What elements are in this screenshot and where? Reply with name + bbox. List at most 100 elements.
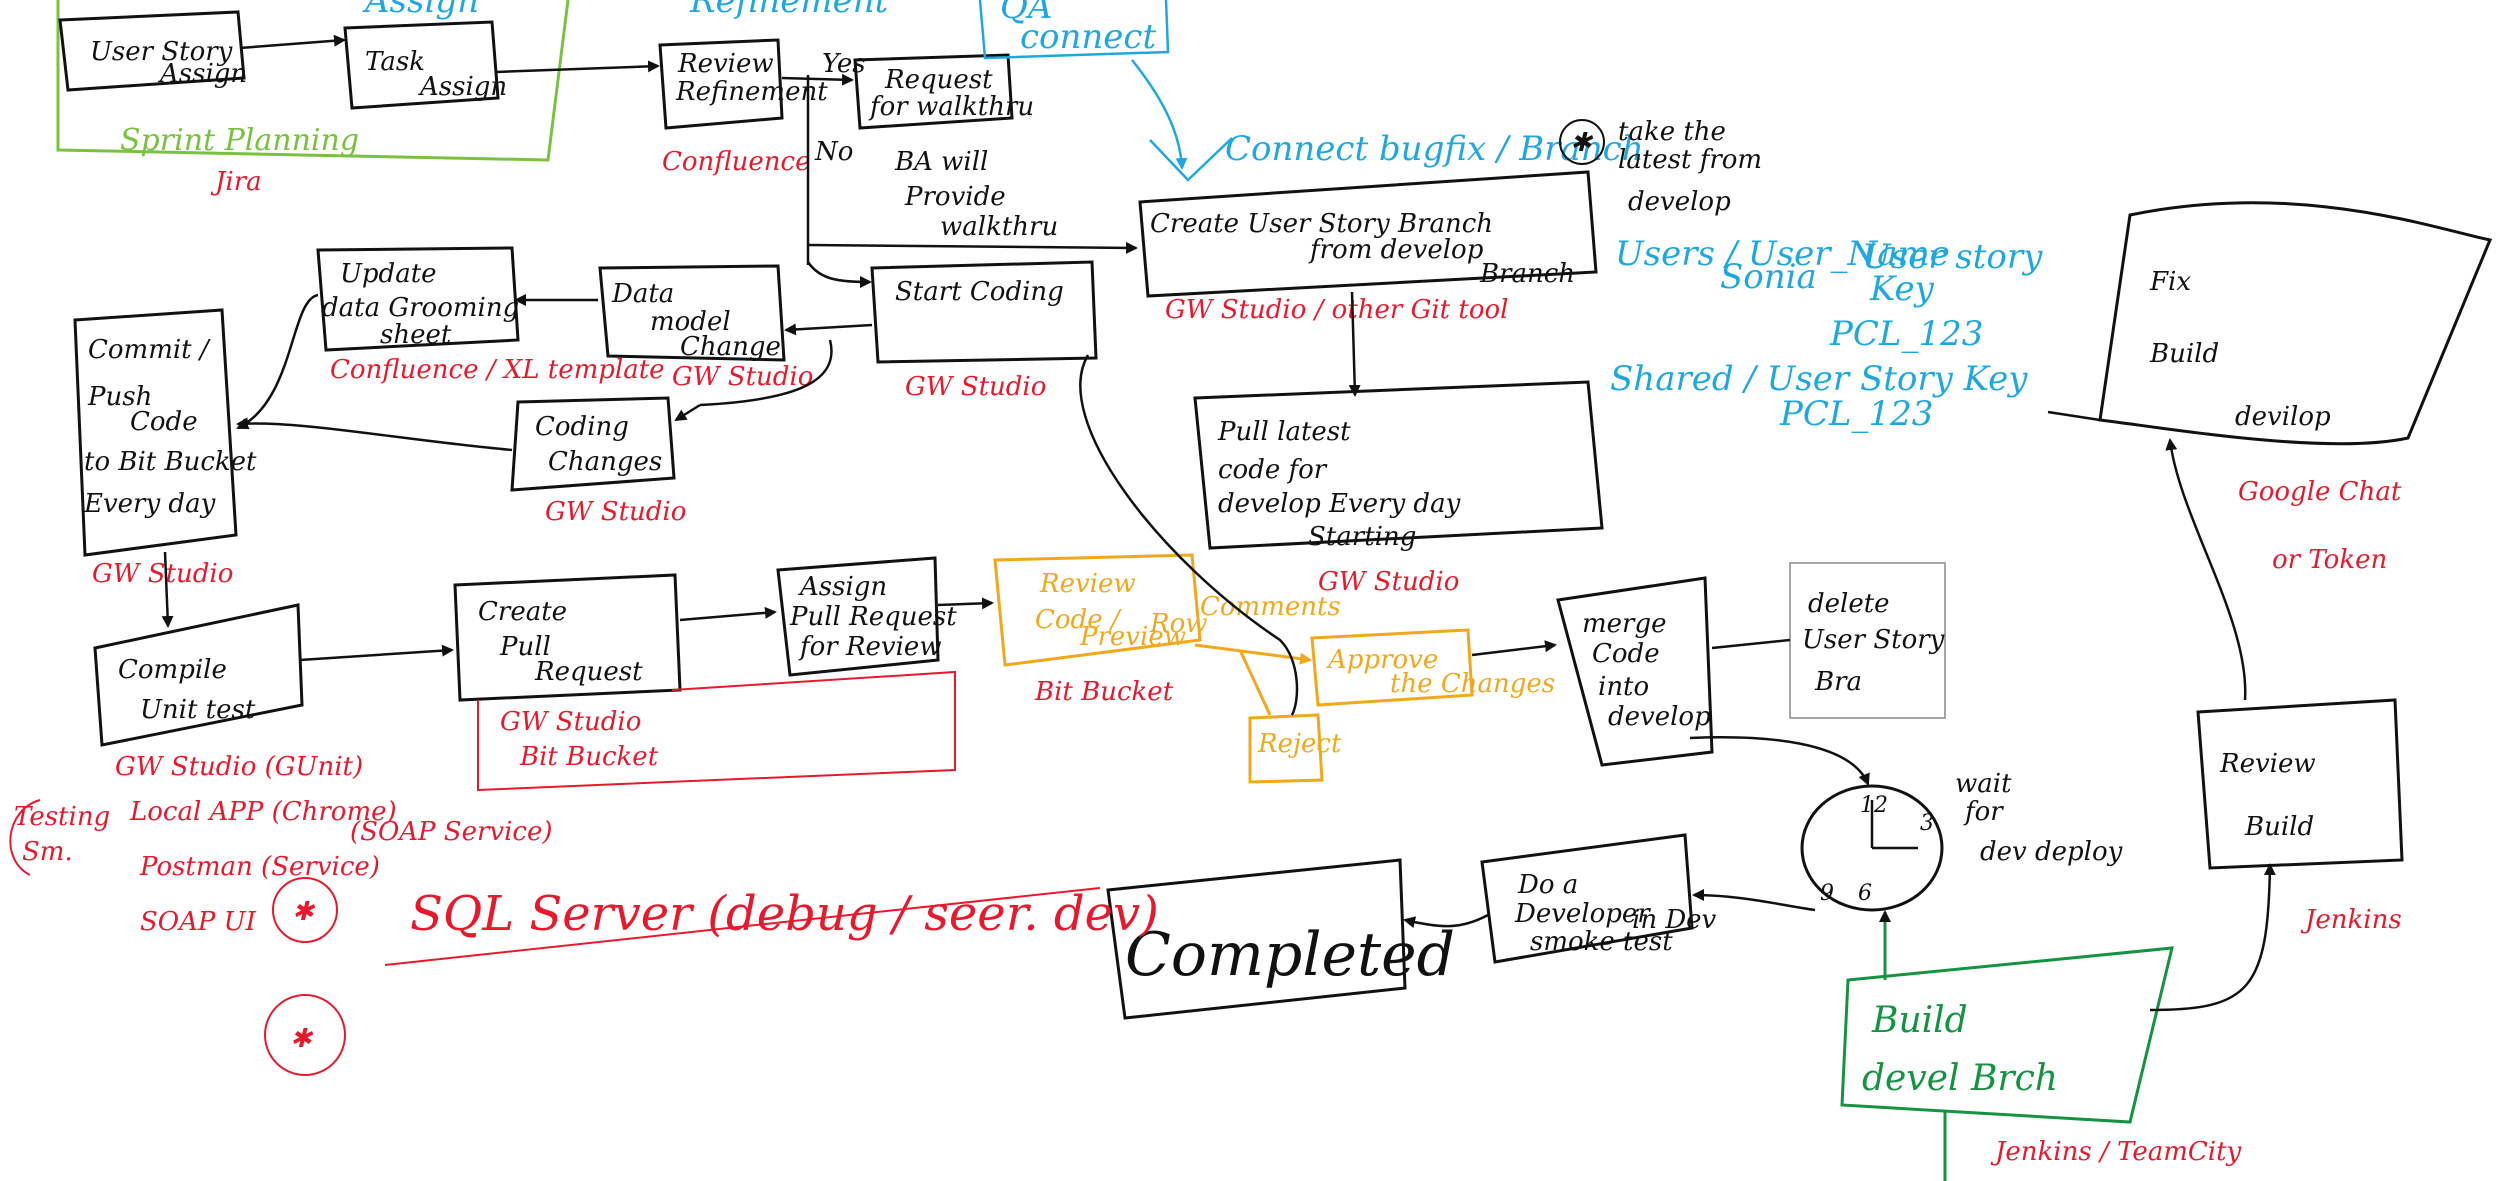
developer-smoke-test-node: Do a Developer smoke test in Dev — [1480, 833, 1717, 964]
fix-build-line-1: Fix — [2149, 267, 2191, 297]
create-pr-line-3: Request — [534, 657, 643, 687]
review-code-node: Review Code / Preview Row Comments — [993, 553, 1341, 667]
create-branch-line-2: from develop — [1308, 235, 1484, 265]
review-build-line-2: Build — [2244, 812, 2314, 842]
arrow-smoke-to-completed — [1403, 913, 1489, 929]
asterisk-glyph-top: ✱ — [1570, 128, 1594, 158]
data-model-line-3: Change — [680, 332, 781, 362]
merge-line-2: Code — [1592, 639, 1660, 669]
start-coding-node: Start Coding — [870, 260, 1098, 364]
review-preview-label: Preview — [1079, 622, 1186, 652]
arrow-commit-to-compile — [161, 551, 174, 628]
fix-build-line-2: Build — [2149, 339, 2219, 369]
task-assign-node: Task Assign — [343, 20, 507, 110]
merge-to-delete-link — [1711, 638, 1791, 650]
clock-12: 12 — [1860, 793, 1888, 818]
create-pr-line-1: Create — [478, 597, 567, 627]
cyan-check-mark — [1149, 137, 1233, 182]
assign-pr-line-2: Pull Request — [789, 602, 957, 632]
pull-latest-line-2: code for — [1218, 455, 1328, 485]
coding-changes-line-2: Changes — [548, 447, 662, 477]
review-row-label: Row — [1149, 609, 1207, 639]
compile-line-1: Compile — [118, 655, 227, 685]
reject-node: Reject — [1248, 713, 1342, 784]
commit-line-3: Code — [130, 407, 198, 437]
qa-connect-line-1: QA — [1000, 0, 1052, 27]
create-branch-line-1: Create User Story Branch — [1150, 209, 1493, 239]
review-build-node: Review Build — [2196, 698, 2404, 870]
smoke-line-1: Do a — [1517, 870, 1578, 900]
update-grooming-line-1: Update — [340, 259, 437, 289]
pull-latest-line-1: Pull latest — [1217, 417, 1351, 447]
fix-build-node: Fix Build devilop — [2098, 201, 2493, 446]
reject-label: Reject — [1257, 729, 1342, 759]
approve-line-2: the Changes — [1390, 669, 1555, 699]
confluence-note: Confluence — [662, 147, 810, 177]
data-model-change-node: Data model Change — [598, 264, 786, 362]
sprint-planning-note: Sprint Planning — [120, 123, 359, 158]
arrow-into-coding — [674, 403, 701, 422]
line-start-to-coding — [699, 339, 833, 407]
google-chat-line-2: or Token — [2272, 545, 2387, 575]
arrow-branch-to-pull — [1348, 291, 1361, 397]
build-develop-line-2: devel Brch — [1862, 1058, 2058, 1099]
gw-studio-coding-note: GW Studio — [545, 497, 686, 527]
review-build-line-1: Review — [2219, 749, 2316, 779]
gw-studio-pull-note: GW Studio — [1318, 567, 1459, 597]
asterisk-marker-sql — [272, 877, 338, 943]
start-coding-label: Start Coding — [895, 277, 1064, 307]
merge-code-node: merge Code into develop — [1556, 576, 1714, 767]
yes-label: Yes — [822, 49, 866, 79]
testing-tool-soapui: SOAP UI — [140, 907, 257, 937]
arrow-task-to-review — [495, 60, 660, 74]
user-story-assign-line-1: User Story — [90, 37, 233, 67]
arrow-build-to-review — [2149, 863, 2276, 1012]
arrow-merge-to-clock — [1689, 736, 1870, 786]
wait-line-1: wait — [1955, 769, 2012, 799]
completed-label: Completed — [1125, 920, 1455, 990]
update-grooming-line-2: data Grooming — [322, 293, 519, 323]
commit-line-1: Commit / — [88, 335, 211, 365]
task-assign-line-1: Task — [365, 47, 425, 77]
ba-walkthrough-line-1: BA will — [894, 147, 988, 177]
gw-studio-commit-note: GW Studio — [92, 559, 233, 589]
smoke-line-3: smoke test — [1530, 927, 1673, 957]
task-assign-line-2: Assign — [418, 72, 507, 102]
testing-tool-postman: Postman (Service) — [139, 852, 380, 882]
review-refinement-line-2: Refinement — [675, 77, 828, 107]
arrow-review-to-fix — [2165, 438, 2247, 701]
ba-walkthrough-line-2: Provide — [904, 182, 1006, 212]
take-latest-line-2: latest from — [1618, 145, 1762, 175]
data-model-line-2: model — [650, 307, 731, 337]
branch-naming-pcl: PCL_123 — [1829, 314, 1983, 354]
testing-side-line-2: Sm. — [22, 837, 73, 867]
merge-line-3: into — [1598, 672, 1649, 702]
data-model-line-1: Data — [611, 279, 674, 309]
merge-line-1: merge — [1582, 609, 1667, 639]
approve-changes-node: Approve the Changes — [1310, 628, 1555, 707]
take-latest-line-3: develop — [1628, 187, 1731, 217]
build-develop-line-1: Build — [1871, 1000, 1968, 1041]
asterisk-glyph-sql: ✱ — [292, 897, 316, 927]
commit-line-2: Push — [87, 382, 152, 412]
arrow-coding-to-commit — [236, 417, 513, 452]
commit-line-4: to Bit Bucket — [84, 447, 257, 477]
branch-naming-name: Sonia — [1720, 257, 1817, 297]
clock-hands — [1870, 800, 1918, 850]
asterisk-marker-bottom — [264, 994, 346, 1076]
update-grooming-line-3: sheet — [380, 320, 452, 350]
pull-latest-line-4: Starting — [1308, 522, 1416, 552]
sprint-planning-frame — [56, 0, 570, 162]
coding-changes-line-1: Coding — [535, 412, 629, 442]
asterisk-glyph-bottom: ✱ — [290, 1024, 314, 1054]
arrow-approve-to-merge — [1471, 640, 1557, 657]
gw-studio-start-note: GW Studio — [905, 372, 1046, 402]
arrow-userstory-to-task — [239, 34, 346, 50]
wait-line-3: dev deploy — [1980, 837, 2123, 867]
create-user-story-branch-node: Create User Story Branch from develop Br… — [1138, 170, 1598, 298]
clock-9: 9 — [1820, 881, 1834, 906]
branch-naming-story: User story — [1862, 237, 2043, 277]
arrow-to-start-coding — [806, 261, 872, 288]
google-chat-line-1: Google Chat — [2238, 477, 2402, 507]
